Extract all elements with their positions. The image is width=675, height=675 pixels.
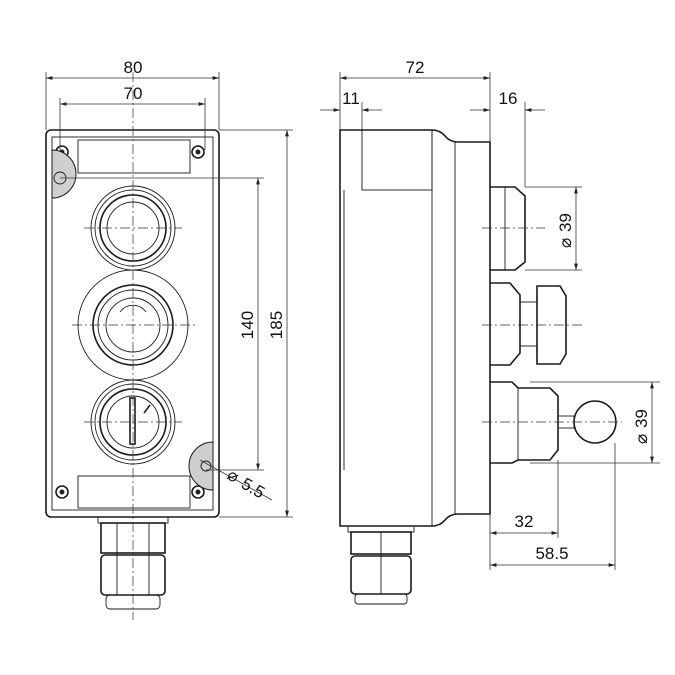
dim-width-outer: 80 — [124, 58, 143, 77]
label-strip-top — [77, 139, 191, 174]
dim-diameter-symbol: ⌀ — [224, 465, 242, 487]
pushbutton-side — [490, 186, 526, 271]
cable-gland-side — [347, 525, 415, 605]
dim-mushroom-height: 32 — [515, 512, 534, 531]
dim-diameter-symbol-top: ⌀ — [556, 238, 575, 248]
label-strip-bottom — [77, 475, 191, 509]
front-view: 80 70 140 185 ⌀ 5.5 — [45, 58, 293, 620]
emergency-button-side — [490, 282, 567, 366]
dim-depth: 72 — [406, 58, 425, 77]
dim-button-diameter-top: 39 — [556, 213, 575, 232]
rotate-arrow-icon — [119, 304, 147, 313]
dim-height-outer: 185 — [267, 311, 286, 339]
dim-button-height: 16 — [499, 89, 518, 108]
dim-height-holes: 140 — [238, 311, 257, 339]
key-slot-icon — [129, 397, 136, 445]
dim-hole-diameter: 5.5 — [238, 474, 268, 502]
dim-lid-offset: 11 — [342, 89, 360, 108]
side-view: 72 11 16 ⌀ 39 ⌀ 39 32 58.5 — [320, 58, 660, 605]
screw-icons — [55, 145, 205, 499]
dim-button-diameter-bottom: 39 — [632, 409, 651, 428]
enclosure-lid — [51, 136, 214, 511]
cable-gland-front — [97, 516, 169, 610]
label-strip-side — [361, 129, 433, 191]
dim-diameter-symbol-bottom: ⌀ — [632, 434, 651, 444]
key-switch-side — [490, 381, 617, 464]
enclosure-side-outline — [339, 129, 491, 527]
dim-width-holes: 70 — [124, 84, 143, 103]
dim-key-height: 58.5 — [535, 544, 568, 563]
